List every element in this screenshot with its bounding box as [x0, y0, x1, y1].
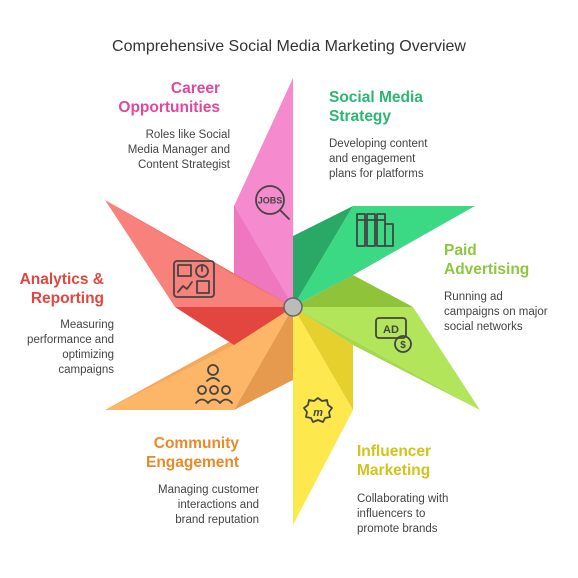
heading-analytics-reporting: Analytics & Reporting [20, 270, 104, 308]
desc-analytics-reporting: Measuring performance and optimizing cam… [27, 318, 114, 378]
heading-line: Reporting [30, 290, 104, 307]
center-hub [283, 297, 303, 317]
heading-line: Engagement [145, 454, 239, 471]
heading-line: Analytics & [19, 271, 104, 288]
heading-line: Strategy [329, 108, 392, 125]
desc-line: and engagement [329, 153, 416, 165]
heading-line: Advertising [444, 261, 530, 278]
blade-paid-advertising [293, 275, 480, 410]
heading-line: Paid [444, 242, 477, 259]
desc-social-media-strategy: Developing content and engagement plans … [329, 137, 427, 182]
svg-text:AD: AD [383, 324, 399, 336]
desc-line: Media Manager and [127, 144, 230, 156]
desc-line: Managing customer [158, 484, 259, 496]
desc-line: Collaborating with [357, 493, 449, 505]
heading-social-media-strategy: Social Media Strategy [329, 88, 423, 126]
dashboard-icon [173, 260, 215, 298]
heading-line: Opportunities [118, 99, 220, 116]
desc-line: interactions and [177, 499, 259, 511]
desc-line: promote brands [357, 523, 438, 535]
heading-career-opportunities: Career Opportunities [118, 79, 220, 117]
blade-social-media-strategy [293, 206, 475, 307]
desc-line: campaigns [58, 364, 114, 376]
desc-line: Content Strategist [137, 159, 230, 171]
heading-influencer-marketing: Influencer Marketing [357, 442, 431, 480]
desc-line: Running ad [444, 291, 503, 303]
heading-line: Influencer [357, 443, 432, 460]
desc-line: campaigns on major [444, 306, 548, 318]
blade-analytics-reporting [105, 200, 293, 345]
heading-community-engagement: Community Engagement [146, 434, 239, 472]
desc-line: social networks [444, 321, 523, 333]
desc-influencer-marketing: Collaborating with influencers to promot… [357, 492, 448, 537]
desc-line: plans for platforms [329, 168, 424, 180]
svg-text:$: $ [400, 340, 406, 351]
desc-line: optimizing [62, 349, 114, 361]
desc-line: brand reputation [175, 514, 259, 526]
svg-text:m: m [313, 407, 323, 419]
heading-line: Social Media [329, 89, 423, 106]
desc-line: performance and [27, 334, 114, 346]
desc-line: Developing content [329, 138, 428, 150]
heading-line: Marketing [357, 462, 431, 479]
desc-line: influencers to [357, 508, 426, 520]
blade-influencer-marketing [293, 307, 353, 525]
columns-chart-icon [356, 213, 394, 247]
heading-line: Career [170, 80, 220, 97]
desc-career-opportunities: Roles like Social Media Manager and Cont… [128, 128, 230, 173]
influencer-badge-icon: m [303, 397, 333, 423]
heading-line: Community [153, 435, 239, 452]
blade-career-opportunities [234, 78, 293, 307]
desc-line: Measuring [60, 319, 114, 331]
ad-dollar-icon: AD $ [375, 317, 412, 353]
community-people-icon [195, 364, 233, 404]
desc-line: Roles like Social [145, 129, 230, 141]
desc-community-engagement: Managing customer interactions and brand… [158, 483, 259, 528]
heading-paid-advertising: Paid Advertising [444, 241, 529, 279]
svg-text:JOBS: JOBS [258, 196, 283, 206]
jobs-magnifier-icon: JOBS [255, 185, 290, 220]
page-title: Comprehensive Social Media Marketing Ove… [112, 38, 466, 55]
desc-paid-advertising: Running ad campaigns on major social net… [444, 290, 548, 335]
